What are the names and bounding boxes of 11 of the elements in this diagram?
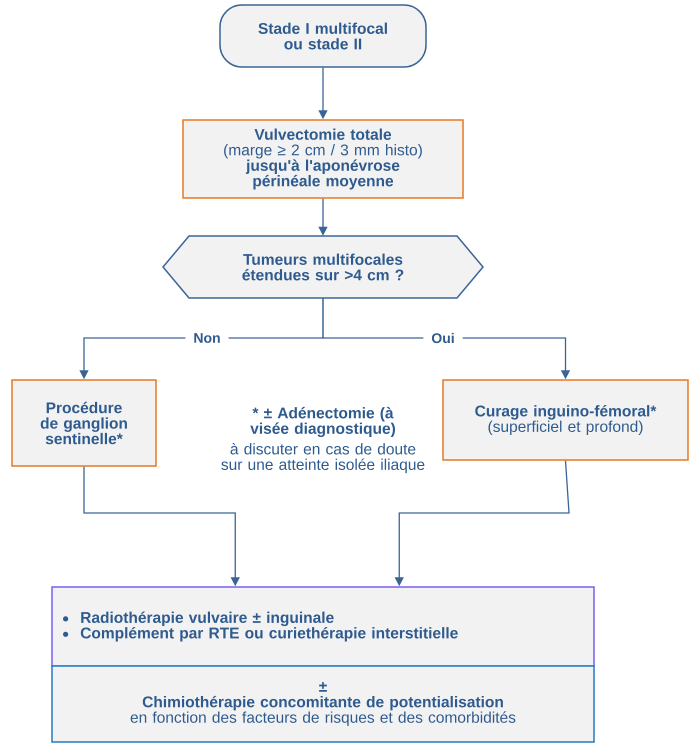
- process-box: Procédure de ganglion sentinelle*: [11, 379, 157, 467]
- edge-label: Non: [185, 331, 229, 345]
- treatment-box: Radiothérapie vulvaire ± inguinale Complément par RTE ou curiethérapie interstitielle: [51, 586, 595, 667]
- treatment-box: ± Chimiothérapie concomitante de potentialisation en fonction des facteurs de risques et des comorbidités: [51, 665, 595, 743]
- note-heading: * ± Adénectomie (à visée diagnostique): [250, 406, 395, 438]
- process-box: Vulvectomie totale (marge ≥ 2 cm / 3 mm histo) jusqu'à l'aponévrose périnéale moyenne: [182, 119, 464, 199]
- process-box: Curage inguino-fémoral* (superficiel et profond): [442, 379, 689, 461]
- edge-label: Oui: [423, 330, 463, 346]
- decision-hexagon: Tumeurs multifocales étendues sur >4 cm ?: [162, 235, 484, 299]
- note-text: à discuter en cas de doute sur une atteinte isolée iliaque: [221, 442, 424, 474]
- start-box: Stade I multifocal ou stade II: [219, 4, 427, 68]
